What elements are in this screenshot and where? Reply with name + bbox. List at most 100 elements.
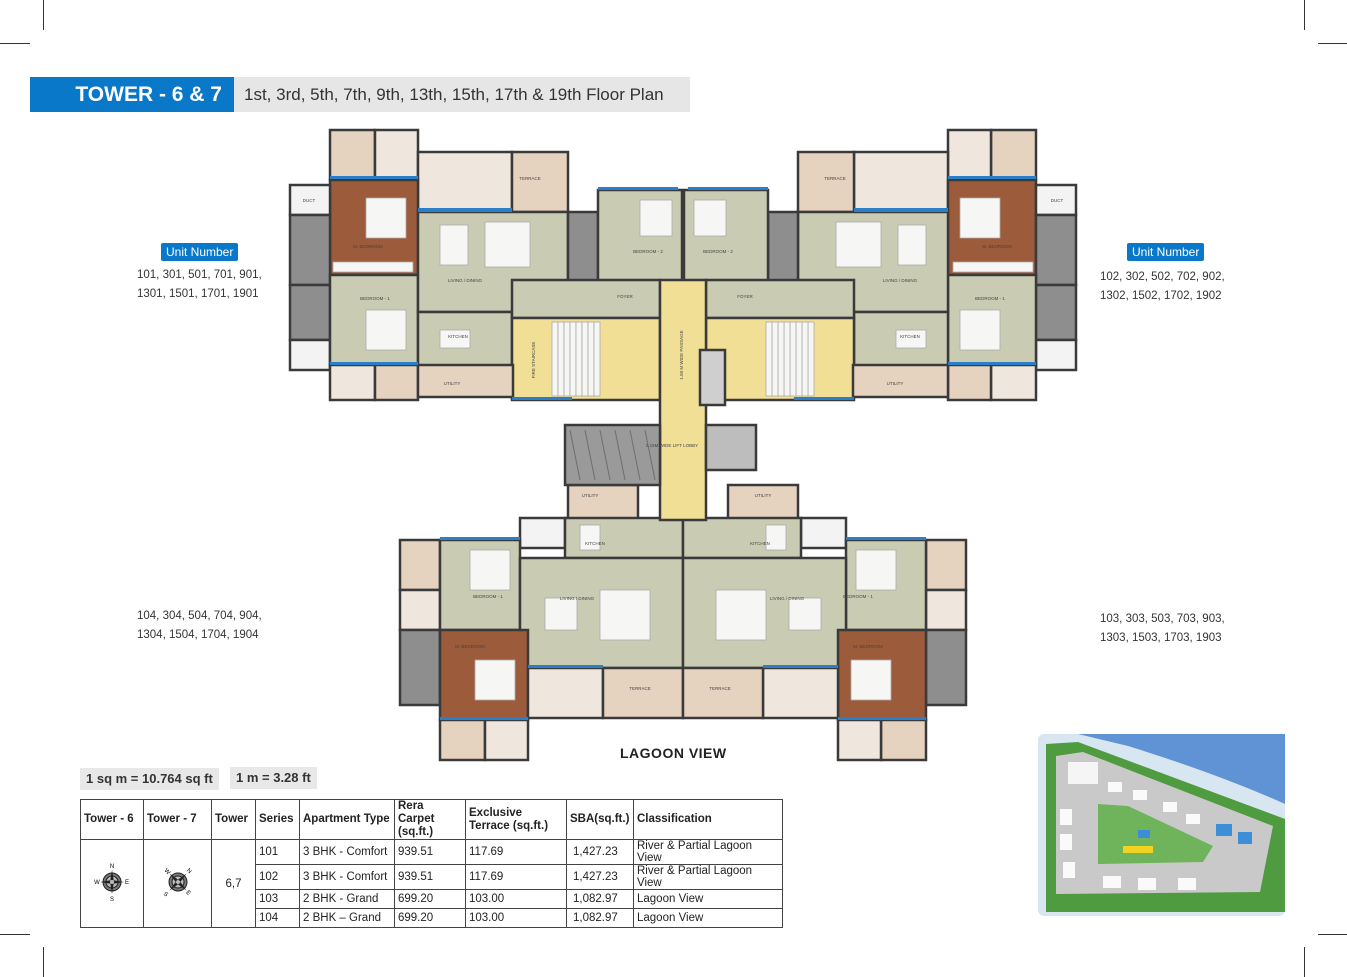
room-label: KITCHEN <box>900 334 920 339</box>
furniture <box>807 321 815 397</box>
area-conversion: 1 sq m = 10.764 sq ft <box>80 768 219 790</box>
furniture <box>544 597 578 631</box>
room-label: LIVING / DINING <box>448 278 483 283</box>
furniture <box>593 321 601 397</box>
unit-list-top-left: 101, 301, 501, 701, 901, 1301, 1501, 170… <box>137 266 262 304</box>
room-label: TERRACE <box>824 176 846 181</box>
terrace <box>879 718 928 762</box>
unit-list-line: 104, 304, 504, 704, 904, <box>137 610 262 622</box>
utility <box>851 363 950 399</box>
unit-list-line: 102, 302, 502, 702, 902, <box>1100 271 1225 283</box>
furniture <box>788 597 822 631</box>
furniture <box>365 197 407 239</box>
window <box>794 397 854 400</box>
crop-mark <box>1304 947 1305 977</box>
unit-list-line: 1303, 1503, 1703, 1903 <box>1100 632 1222 644</box>
crop-mark <box>1318 43 1347 44</box>
window <box>598 187 678 190</box>
room-label: M. BEDROOM <box>455 644 485 649</box>
terrace <box>946 363 993 402</box>
toilet <box>288 213 332 287</box>
cell-classification: Lagoon View <box>633 908 783 928</box>
room-label: BEDROOM - 1 <box>473 594 503 599</box>
window <box>512 397 572 400</box>
foyer <box>510 278 662 320</box>
cell-series: 103 <box>255 889 300 909</box>
room-label: M. BEDROOM <box>853 644 883 649</box>
svg-text:E: E <box>125 880 129 886</box>
crop-mark <box>43 0 44 30</box>
unit-list-bottom-left: 104, 304, 504, 704, 904, 1304, 1504, 170… <box>137 607 262 645</box>
duct <box>288 183 332 217</box>
unit-number-badge: Unit Number <box>1127 243 1205 261</box>
window <box>418 208 512 212</box>
room-label: DUCT <box>1051 198 1064 203</box>
furniture <box>895 329 927 349</box>
svg-text:W: W <box>162 868 170 876</box>
unit-plan-bottom-right <box>681 483 968 762</box>
unit-area-table: Tower - 6 Tower - 7 Tower Series Apartme… <box>80 799 783 928</box>
furniture <box>952 261 1034 273</box>
cell-classification: River & Partial Lagoon View <box>633 864 783 890</box>
tower-value: 6,7 <box>211 839 256 928</box>
utility <box>416 363 515 399</box>
column-header: Tower - 7 <box>143 799 212 840</box>
unit-plan-top-right <box>682 128 1078 402</box>
terrace-below <box>946 128 993 182</box>
furniture <box>855 549 897 591</box>
room-label: M. BEDROOM <box>982 244 1012 249</box>
duct <box>1034 338 1078 372</box>
passage <box>658 278 708 522</box>
furniture <box>789 321 797 397</box>
terrace <box>328 128 377 182</box>
furniture <box>563 321 571 397</box>
utility <box>566 483 640 522</box>
window <box>948 362 1036 365</box>
toilet <box>288 283 332 342</box>
window <box>846 537 926 540</box>
map-water <box>1078 734 1285 804</box>
map-pools <box>1138 824 1252 844</box>
cell-series: 102 <box>255 864 300 890</box>
unit-list-line: 1302, 1502, 1702, 1902 <box>1100 290 1222 302</box>
tower-6-compass: N E S W <box>80 839 144 928</box>
toilet <box>766 210 800 284</box>
room-label: KITCHEN <box>750 541 770 546</box>
unit-badge-label: Unit Number <box>161 243 239 261</box>
furniture <box>557 321 565 397</box>
toilet <box>924 628 968 707</box>
room-label: BEDROOM - 2 <box>633 249 663 254</box>
furniture <box>599 589 651 641</box>
column-header: Rera Carpet (sq.ft.) <box>394 799 466 840</box>
furniture <box>469 549 511 591</box>
site-plan-map <box>1038 734 1285 916</box>
furniture <box>365 309 407 351</box>
unit-list-line: 103, 303, 503, 703, 903, <box>1100 613 1225 625</box>
duct <box>799 516 848 550</box>
terrace-below <box>416 150 514 214</box>
table-header-row: Tower - 6 Tower - 7 Tower Series Apartme… <box>80 799 783 840</box>
furniture <box>801 321 809 397</box>
terrace <box>601 666 685 720</box>
unit-list-bottom-right: 103, 303, 503, 703, 903, 1303, 1503, 170… <box>1100 610 1225 648</box>
unit-list-line: 1304, 1504, 1704, 1904 <box>137 629 259 641</box>
room-label: FOYER <box>737 294 753 299</box>
furniture <box>715 589 767 641</box>
terrace <box>796 150 856 214</box>
unit-plan-bottom-left <box>398 483 685 762</box>
terrace-below <box>483 718 530 762</box>
cell-sba: 1,082.97 <box>566 889 634 909</box>
room-label: KITCHEN <box>448 334 468 339</box>
svg-text:S: S <box>161 891 168 898</box>
duct <box>1034 183 1078 217</box>
cell-sba: 1,427.23 <box>566 864 634 890</box>
column-header: Series <box>255 799 300 840</box>
room-label: TERRACE <box>629 686 651 691</box>
unit-number-badge: Unit Number <box>161 243 239 261</box>
column-header: Classification <box>633 799 783 840</box>
toilet <box>566 210 600 284</box>
